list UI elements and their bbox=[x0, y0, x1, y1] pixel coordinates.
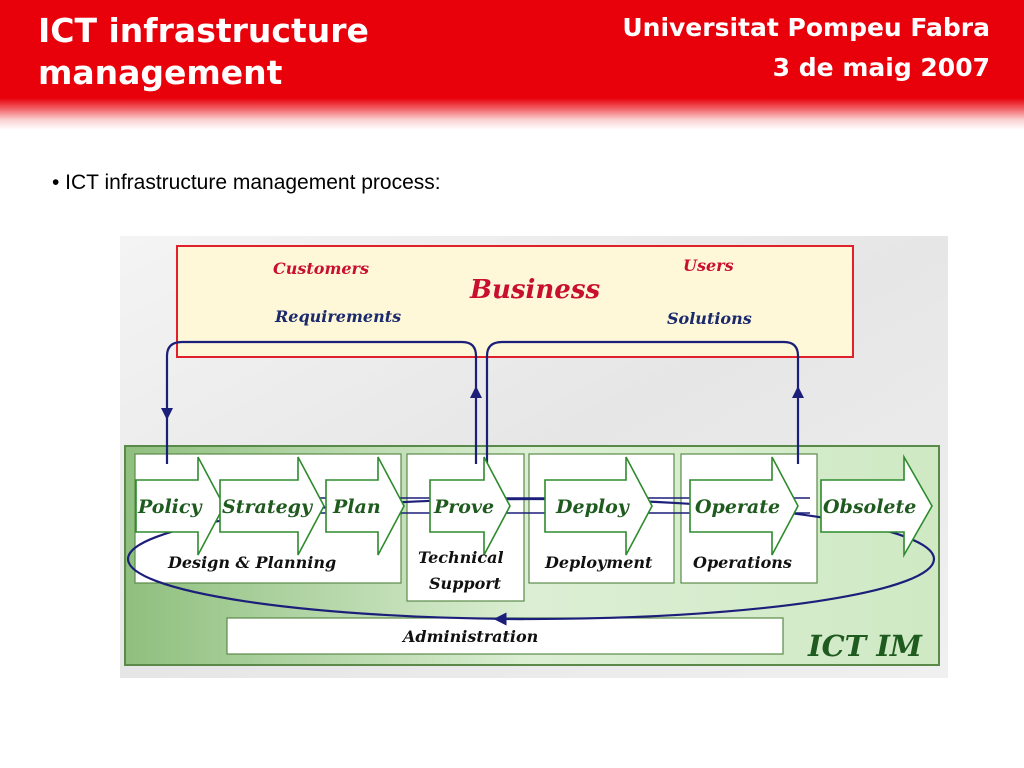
loop-left bbox=[165, 340, 478, 464]
header-info: Universitat Pompeu Fabra 3 de maig 2007 bbox=[622, 8, 990, 88]
business-box bbox=[176, 245, 854, 358]
stage-prove-label: Prove bbox=[433, 496, 494, 518]
slide-title-line-1: ICT infrastructure bbox=[38, 11, 369, 50]
group-design-planning: Design & Planning bbox=[167, 553, 336, 572]
stage-prove-arrow bbox=[429, 456, 511, 556]
stage-obsolete: Obsolete bbox=[820, 453, 933, 559]
group-deployment: Deployment bbox=[544, 553, 653, 572]
stage-strategy: Strategy bbox=[219, 456, 325, 556]
bullet-text: • ICT infrastructure management process: bbox=[52, 171, 441, 194]
stage-policy-label: Policy bbox=[137, 496, 203, 518]
cycle-ellipse bbox=[126, 497, 936, 621]
business-customers: Customers bbox=[273, 259, 369, 278]
business-users: Users bbox=[683, 256, 734, 275]
ict-im-diagram: Business Customers Users Requirements So… bbox=[120, 236, 948, 683]
stage-obsolete-label: Obsolete bbox=[823, 496, 916, 518]
business-requirements: Requirements bbox=[274, 307, 401, 326]
stage-operate-label: Operate bbox=[695, 496, 780, 518]
business-title: Business bbox=[469, 275, 600, 305]
stage-deploy-label: Deploy bbox=[555, 496, 631, 518]
stage-deploy-arrow bbox=[544, 456, 653, 556]
stage-policy-arrow bbox=[135, 456, 225, 556]
slide-title: ICT infrastructure management bbox=[38, 10, 498, 94]
stage-deploy: Deploy bbox=[544, 456, 653, 556]
presentation-date: 3 de maig 2007 bbox=[772, 53, 990, 82]
group-operations: Operations bbox=[693, 553, 792, 572]
stage-policy: Policy bbox=[135, 456, 225, 556]
group-administration: Administration bbox=[401, 627, 538, 646]
stage-strategy-label: Strategy bbox=[222, 496, 314, 518]
ict-im-label: ICT IM bbox=[807, 629, 923, 663]
stage-operate: Operate bbox=[689, 456, 799, 556]
stage-operate-arrow bbox=[689, 456, 799, 556]
stage-prove: Prove bbox=[429, 456, 511, 556]
group-technical-line-1: Technical bbox=[418, 548, 504, 567]
diagram-svg: Business Customers Users Requirements So… bbox=[120, 236, 948, 678]
group-technical-line-2: Support bbox=[429, 574, 502, 593]
stage-plan-arrow bbox=[325, 456, 405, 556]
university-name: Universitat Pompeu Fabra bbox=[622, 13, 990, 42]
slide-header: ICT infrastructure management Universita… bbox=[0, 0, 1024, 130]
stage-plan-label: Plan bbox=[332, 496, 381, 518]
loop-right bbox=[485, 340, 800, 464]
stage-strategy-arrow bbox=[219, 456, 325, 556]
business-solutions: Solutions bbox=[667, 309, 752, 328]
slide-title-line-2: management bbox=[38, 53, 283, 92]
stage-plan: Plan bbox=[325, 456, 405, 556]
stage-obsolete-arrow bbox=[820, 453, 933, 559]
